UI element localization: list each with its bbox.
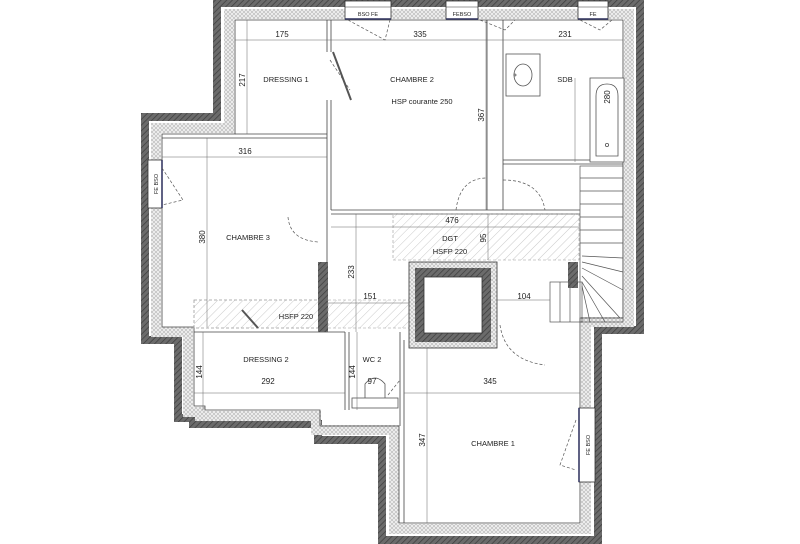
- label-dressing-1: DRESSING 1: [263, 75, 308, 84]
- dim-chambre3-height: 380: [198, 230, 207, 244]
- sliding-door: [332, 51, 352, 101]
- window-label: BSO FE: [358, 12, 379, 18]
- door-swings: [161, 19, 613, 471]
- dim-dressing1-height: 217: [238, 73, 247, 87]
- window-label: FE BSO: [586, 434, 592, 455]
- window-label: FEBSO: [453, 12, 472, 18]
- label-sdb: SDB: [557, 75, 572, 84]
- structural-elements: [318, 262, 578, 332]
- label-wc-2: WC 2: [363, 355, 382, 364]
- dim-chambre1-width: 345: [483, 377, 497, 386]
- dim-dressing2-height: 144: [195, 365, 204, 379]
- staircase: [549, 165, 624, 323]
- chimney-shaft: [408, 261, 498, 349]
- window-top-right: FE: [577, 0, 609, 20]
- washbasin: [505, 53, 541, 97]
- dimension-labels: 175 217 335 367 231 280 316 380 476 95 2…: [195, 30, 612, 447]
- label-dgt: DGT: [442, 234, 458, 243]
- dim-dressing2-width: 292: [261, 377, 275, 386]
- label-chambre-3: CHAMBRE 3: [226, 233, 270, 242]
- window-right: FE BSO: [578, 407, 596, 483]
- dim-wc2-height: 144: [348, 365, 357, 379]
- label-chambre-2: CHAMBRE 2: [390, 75, 434, 84]
- corridor-low-ceiling-area: [327, 299, 414, 329]
- sliding-door: [241, 309, 259, 329]
- label-dressing-2: DRESSING 2: [243, 355, 288, 364]
- dim-dgt-height: 95: [479, 233, 488, 242]
- dim-chambre3-width: 316: [238, 147, 252, 156]
- window-label: FE BSO: [154, 173, 160, 194]
- dim-corridor-height: 233: [347, 265, 356, 279]
- label-dgt-hsfp: HSFP 220: [433, 247, 467, 256]
- window-label: FE: [589, 12, 596, 18]
- dgt-low-ceiling-area: [392, 213, 580, 261]
- window-top-left: BSO FE: [344, 0, 392, 20]
- label-corridor-hsfp: HSFP 220: [279, 312, 313, 321]
- dim-corridor-right: 104: [517, 292, 531, 301]
- dim-sdb-width: 231: [558, 30, 572, 39]
- dim-chambre1-height: 347: [418, 433, 427, 447]
- window-top-middle: FEBSO: [445, 0, 479, 20]
- toilet: [351, 377, 399, 409]
- window-left: FE BSO: [147, 159, 163, 209]
- label-chambre-1: CHAMBRE 1: [471, 439, 515, 448]
- dimension-lines: [162, 20, 623, 523]
- bathtub: [589, 77, 625, 163]
- label-chambre-2-hsp: HSP courante 250: [391, 97, 452, 106]
- dim-chambre2-height: 367: [477, 108, 486, 122]
- dim-corridor-left: 151: [363, 292, 377, 301]
- dim-sdb-height: 280: [603, 90, 612, 104]
- dim-chambre2-width: 335: [413, 30, 427, 39]
- room-labels: DRESSING 1 CHAMBRE 2 HSP courante 250 SD…: [226, 75, 573, 448]
- dim-wc2-width: 97: [368, 377, 377, 386]
- dim-dgt-width: 476: [445, 216, 459, 225]
- dim-dressing1-width: 175: [275, 30, 289, 39]
